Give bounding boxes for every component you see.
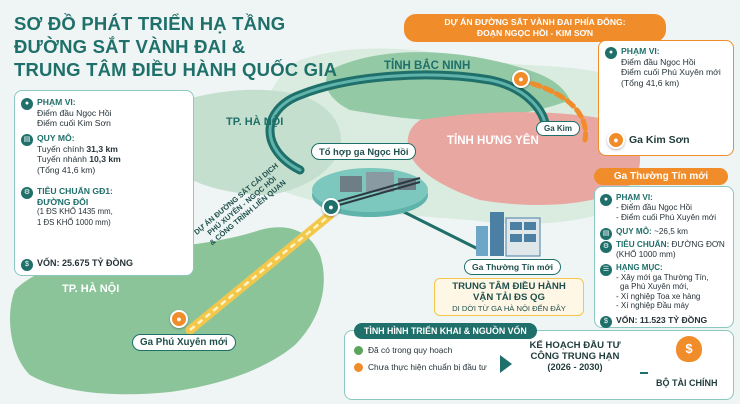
plan-box: KẾ HOẠCH ĐẦU TƯ CÔNG TRUNG HẠN (2026 - 2… [516,340,634,372]
tt-scope-label: PHẠM VI: [616,193,653,202]
kim-label: Ga Kim [536,121,581,136]
arrow-icon [500,355,512,373]
thuong-tin-card-header: Ga Thường Tín mới [594,168,728,185]
tt-items-icon: ☰ [600,264,612,276]
left-standard-label: TIÊU CHUẨN GĐ1: [37,186,113,196]
tt-scope-line-1: - Điểm đầu Ngọc Hồi [616,203,692,212]
control-center-line-1: TRUNG TÂM ĐIỀU HÀNH [452,281,566,292]
tt-scope-line-2: - Điểm cuối Phú Xuyên mới [616,213,717,222]
east-project-header: DỰ ÁN ĐƯỜNG SẮT VÀNH ĐAI PHÍA ĐÔNG: ĐOẠN… [404,14,666,42]
money-bag-icon: $ [676,336,702,362]
ministry-label: BỘ TÀI CHÍNH [656,378,718,388]
left-standard-line-2: 1 ĐS KHỔ 1000 mm) [37,217,111,227]
tt-money-icon: $ [600,316,612,328]
green-dot-icon [354,345,363,355]
pin-ngoc-hoi: Tổ hợp ga Ngọc Hồi [311,143,417,160]
tt-standard-extra: (KHỔ 1000 mm) [616,250,676,259]
east-project-line-2: ĐOẠN NGỌC HỒI - KIM SƠN [476,28,594,38]
status-header: TÌNH HÌNH TRIỂN KHAI & NGUỒN VỐN [354,323,537,339]
control-center-label: TRUNG TÂM ĐIỀU HÀNH VẬN TẢI ĐS QG DI DỜI… [434,278,584,316]
left-scale-label: QUY MÔ: [37,133,75,143]
title-line-1: SƠ ĐỒ PHÁT TRIỂN HẠ TẦNG [14,13,286,34]
tt-item-2: ga Phú Xuyên mới, [620,282,689,292]
left-capital: VỐN: 25.675 TỶ ĐỒNG [37,258,134,268]
region-hung-yen-shape [407,112,640,205]
status-item-1-text: Đã có trong quy hoạch [368,345,453,355]
left-main-value: 31,3 km [86,143,118,154]
east-scope-label: PHẠM VI: [621,46,660,56]
tt-location-icon: ● [600,194,612,206]
station-pin-icon: ● [607,131,625,149]
left-standard-line-1: (1 ĐS KHỔ 1435 mm, [37,207,113,217]
east-card: ● PHẠM VI: Điểm đầu Ngọc Hồi Điểm cuối P… [598,40,734,156]
tt-item-3: - Xí nghiệp Toa xe hàng [616,291,701,301]
tt-items-label: HẠNG MỤC: [616,263,663,272]
left-scope-line-1: Điểm đầu Ngọc Hồi [37,107,112,118]
tt-item-1: - Xây mới ga Thường Tín, [616,272,709,282]
plan-line-2: CÔNG TRUNG HẠN [530,351,620,362]
plan-line-1: KẾ HOẠCH ĐẦU TƯ [529,340,621,351]
left-card: ● PHẠM VI: Điểm đầu Ngọc Hồi Điểm cuối K… [14,90,194,276]
east-ring-segment [517,77,589,143]
orange-dot-icon [354,362,363,372]
tt-standard-icon: ⚙ [600,241,612,253]
left-scope-line-2: Điểm cuối Kim Sơn [37,118,111,129]
east-scope-line-3: (Tổng 41,6 km) [621,77,680,88]
pin-phu-xuyen: Ga Phú Xuyên mới [132,334,236,351]
thuong-tin-label: Ga Thường Tín mới [464,259,561,275]
region-hung-yen: TỈNH HƯNG YÊN [447,135,539,147]
standard-icon: ⚙ [21,187,33,199]
status-panel [344,330,734,400]
control-center-line-3: DI DỜI TỪ GA HÀ NỘI ĐẾN ĐÂY [452,304,566,313]
region-bac-ninh: TỈNH BẮC NINH [384,60,471,72]
thuong-tin-card: ● PHẠM VI: - Điểm đầu Ngọc Hồi - Điểm cu… [594,186,734,328]
region-bac-ninh-shape [326,52,570,121]
left-branch-value: 10,3 km [89,154,121,165]
ngoc-hoi-label: Tổ hợp ga Ngọc Hồi [311,143,417,160]
region-ha-noi-north: TP. HÀ NỘI [226,116,284,128]
plan-years: (2026 - 2030) [547,362,603,372]
left-main-prefix: Tuyến chính [37,143,87,154]
page-title: SƠ ĐỒ PHÁT TRIỂN HẠ TẦNG ĐƯỜNG SẮT VÀNH … [14,12,344,81]
tt-capital: VỐN: 11.523 TỶ ĐỒNG [616,315,708,325]
east-station-name: Ga Kim Sơn [629,134,690,146]
control-center-line-2: VẬN TẢI ĐS QG [473,292,545,303]
tt-item-4: - Xí nghiệp Đầu máy [616,301,689,311]
tt-ruler-icon: ▤ [600,228,612,240]
tt-standard-value: ĐƯỜNG ĐƠN [671,240,725,249]
pin-kim: ● [512,70,530,88]
left-scope-label: PHẠM VI: [37,97,76,107]
east-project-line-1: DỰ ÁN ĐƯỜNG SẮT VÀNH ĐAI PHÍA ĐÔNG: [444,17,626,27]
left-standard-value: ĐƯỜNG ĐÔI [37,196,89,207]
location-icon: ● [21,98,33,110]
tt-scale-label: QUY MÔ: [616,227,652,236]
arrow-right-icon [640,372,648,374]
tt-scale-value: ~26,5 km [654,227,688,236]
kim-pin-icon: ● [512,70,530,88]
east-scope-line-2: Điểm cuối Phú Xuyên mới [621,67,721,78]
status-item-2-text: Chưa thực hiện chuẩn bị đầu tư [368,362,487,372]
title-line-2: ĐƯỜNG SẮT VÀNH ĐAI & [14,36,246,57]
region-ha-noi-south: TP. HÀ NỘI [62,283,120,295]
hub-pin-icon: ● [322,198,340,216]
left-scale-total: (Tổng 41,6 km) [37,164,96,175]
title-line-3: TRUNG TÂM ĐIỀU HÀNH QUỐC GIA [14,59,338,80]
pin-icon: ● [605,47,617,59]
status-item-1: Đã có trong quy hoạch [354,345,452,355]
ruler-icon: ▤ [21,134,33,146]
phu-xuyen-pin-icon: ● [170,310,188,328]
money-icon: $ [21,259,33,271]
left-branch-prefix: Tuyến nhánh [37,154,90,165]
tt-standard-label: TIÊU CHUẨN: [616,240,670,249]
pin-thuong-tin: Ga Thường Tín mới [464,259,561,275]
east-scope-line-1: Điểm đầu Ngọc Hồi [621,56,696,67]
phu-xuyen-label: Ga Phú Xuyên mới [132,334,236,351]
pin-kim-label: Ga Kim [536,121,581,136]
status-item-2: Chưa thực hiện chuẩn bị đầu tư [354,362,487,372]
